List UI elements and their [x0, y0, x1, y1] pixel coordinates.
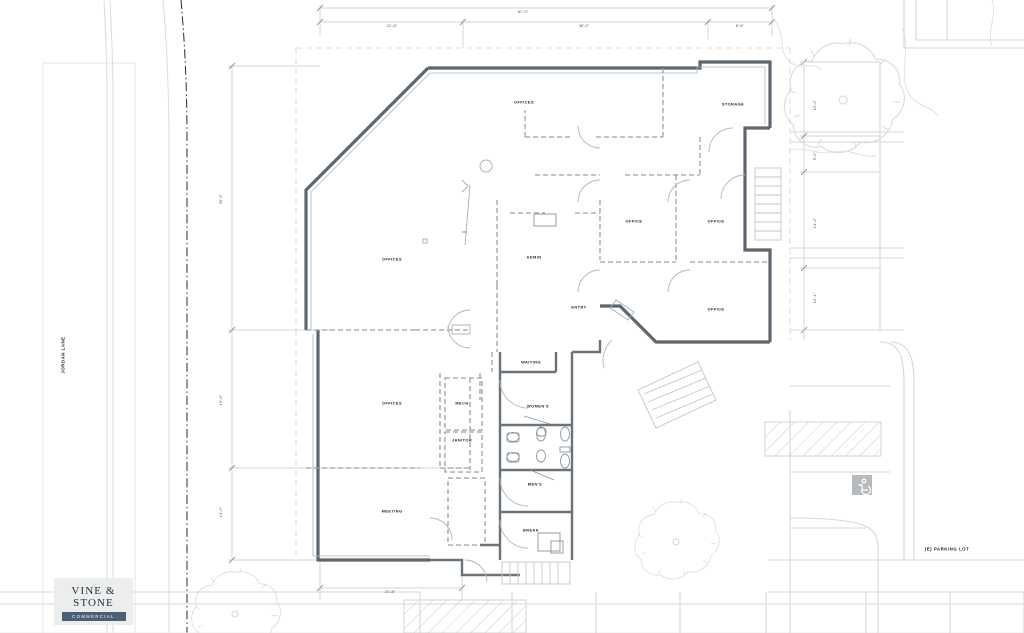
building-exterior-walls — [304, 60, 772, 562]
firm-logo-block: VINE & STONE COMMERCIAL — [54, 578, 133, 625]
plumbing-fixtures — [506, 213, 571, 554]
stair-run-east — [754, 167, 782, 241]
street-centerline — [180, 0, 188, 633]
accessible-parking-icon — [852, 475, 872, 496]
dimension-lines — [228, 4, 880, 600]
logo-line-2: STONE — [73, 597, 114, 609]
site-contour-lines — [773, 0, 995, 157]
tree-southwest — [191, 568, 281, 633]
logo-line-1: VINE & — [71, 585, 116, 597]
hatched-no-park-zone-east — [764, 421, 882, 457]
tree-south-center — [634, 498, 720, 580]
interior-fixtures — [422, 159, 635, 335]
door-swings — [429, 125, 746, 583]
building-exterior-wall-liner — [310, 66, 766, 557]
setback-lines — [295, 47, 791, 560]
tree-northeast — [783, 37, 905, 154]
hatched-no-park-zone-south — [403, 599, 527, 633]
stair-run-diagonal — [637, 361, 717, 429]
logo-banner: COMMERCIAL — [61, 612, 126, 621]
stair-run-south — [501, 561, 571, 585]
interior-partitions-solid — [430, 340, 602, 577]
